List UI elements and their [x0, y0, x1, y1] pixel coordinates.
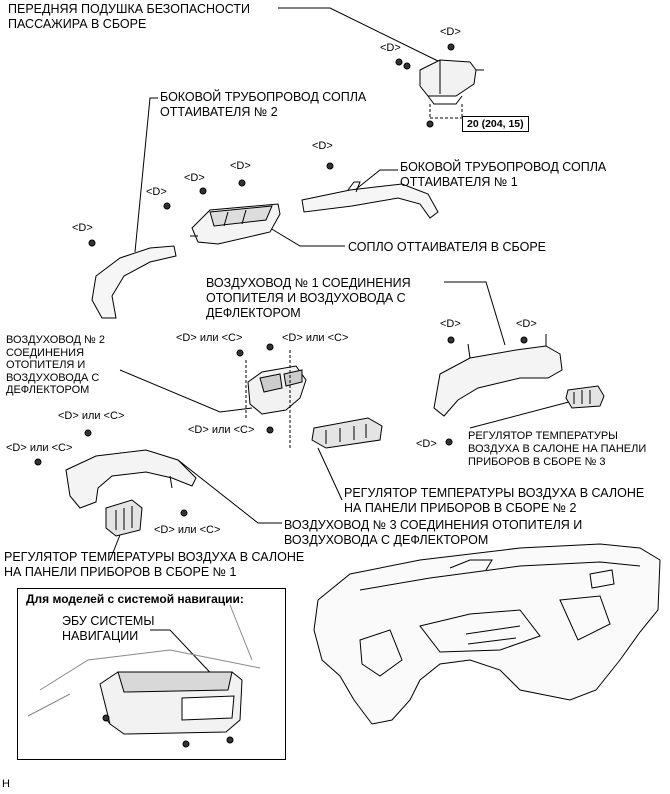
label-navigation-ecu: ЭБУ СИСТЕМЫ НАВИГАЦИИ [62, 614, 155, 643]
leader-regulator-3 [469, 397, 585, 429]
dashboard-drawing [313, 543, 661, 725]
bolt-icon [34, 43, 528, 517]
leader-duct-3 [177, 459, 282, 524]
fastener-code: <D> или <C> [176, 332, 243, 344]
label-passenger-airbag: ПЕРЕДНЯЯ ПОДУШКА БЕЗОПАСНОСТИ ПАССАЖИРА … [8, 2, 250, 31]
side-duct-1-drawing [301, 181, 439, 219]
leader-defroster [259, 221, 345, 247]
duct-3-drawing [65, 449, 197, 509]
label-regulator-2: РЕГУЛЯТОР ТЕМПЕРАТУРЫ ВОЗДУХА В САЛОНЕ Н… [344, 486, 645, 515]
leader-side-duct-1 [354, 169, 398, 191]
duct-2-drawing [245, 350, 307, 448]
fastener-code: <D> [516, 318, 537, 330]
fastener-code: <D> [380, 42, 401, 54]
regulator-1-drawing [105, 499, 143, 537]
fastener-code: <D> или <C> [154, 524, 221, 536]
label-regulator-1: РЕГУЛЯТОР ТЕМПЕРАТУРЫ ВОЗДУХА В САЛОНЕ Н… [4, 550, 305, 579]
fastener-code: <D> [312, 140, 333, 152]
fastener-code: <D> или <C> [6, 442, 73, 454]
navigation-inset-title: Для моделей с системой навигации: [26, 592, 244, 606]
label-regulator-3: РЕГУЛЯТОР ТЕМПЕРАТУРЫ ВОЗДУХА В САЛОНЕ Н… [468, 430, 647, 468]
navigation-ecu-drawing [27, 604, 261, 748]
navigation-inset-box [17, 588, 286, 760]
fastener-code: <D> [72, 222, 93, 234]
label-side-duct-2: БОКОВОЙ ТРУБОПРОВОД СОПЛА ОТТАИВАТЕЛЯ № … [160, 90, 367, 119]
fastener-code: <D> [440, 26, 461, 38]
defroster-nozzle-drawing [190, 203, 281, 245]
leader-airbag [278, 7, 441, 63]
leader-side-duct-2 [134, 97, 158, 253]
regulator-3-drawing [565, 385, 605, 409]
label-duct-2: ВОЗДУХОВОД № 2 СОЕДИНЕНИЯ ОТОПИТЕЛЯ И ВО… [6, 334, 106, 396]
label-duct-1: ВОЗДУХОВОД № 1 СОЕДИНЕНИЯ ОТОПИТЕЛЯ И ВО… [206, 276, 411, 320]
duct-1-drawing [433, 334, 563, 417]
fastener-code: <D> [146, 186, 167, 198]
side-duct-2-drawing [91, 245, 177, 319]
fastener-code: <D> [184, 172, 205, 184]
label-duct-3: ВОЗДУХОВОД № 3 СОЕДИНЕНИЯ ОТОПИТЕЛЯ И ВО… [284, 518, 583, 547]
fastener-code: <D> [230, 160, 251, 172]
regulator-2-drawing [311, 417, 383, 449]
leader-regulator-2 [317, 447, 343, 501]
fastener-code: <D> [416, 438, 437, 450]
footer-code: H [2, 778, 10, 790]
fastener-code: <D> [440, 318, 461, 330]
label-defroster-nozzle: СОПЛО ОТТАИВАТЕЛЯ В СБОРЕ [348, 240, 547, 254]
leader-duct-2 [119, 369, 253, 413]
fastener-code: <D> или <C> [188, 424, 255, 436]
fastener-code: <D> или <C> [58, 410, 125, 422]
torque-spec: 20 (204, 15) [462, 116, 529, 132]
label-side-duct-1: БОКОВОЙ ТРУБОПРОВОД СОПЛА ОТТАИВАТЕЛЯ № … [400, 160, 607, 189]
leader-nav-ecu [150, 629, 221, 684]
passenger-airbag-drawing [419, 59, 484, 119]
leader-duct-1 [444, 281, 506, 346]
fastener-code: <D> или <C> [282, 332, 349, 344]
